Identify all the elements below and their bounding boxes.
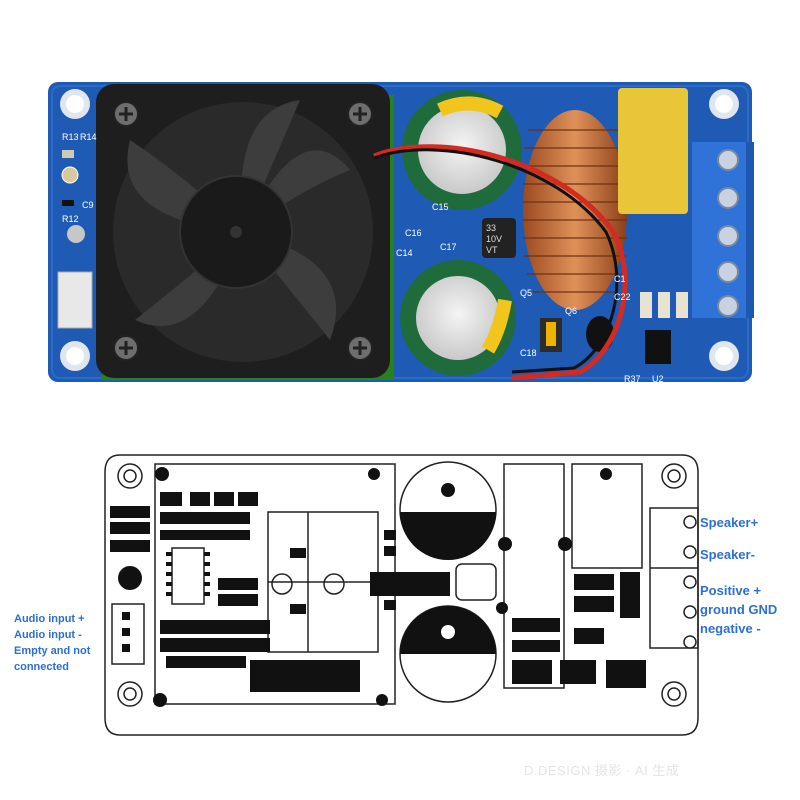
film-capacitor	[618, 88, 688, 214]
pcb-layout-drawing	[104, 454, 699, 736]
svg-text:C17: C17	[440, 242, 457, 252]
not-connected-label-cont: connected	[14, 661, 70, 673]
svg-text:C18: C18	[520, 348, 537, 358]
svg-text:R12: R12	[62, 214, 79, 224]
silkscreen-labels: R13 R14 R12 C9 C15 C16 C14 C17 C18 C22 C…	[62, 132, 664, 384]
audio-input-negative-label: Audio input -	[14, 629, 82, 641]
capacitor-outline-bottom	[399, 605, 497, 703]
svg-text:33: 33	[486, 223, 496, 233]
mounting-hole-icon	[60, 89, 739, 371]
svg-text:C9: C9	[82, 200, 94, 210]
svg-text:10V: 10V	[486, 234, 502, 244]
not-connected-label: Empty and not	[14, 645, 91, 657]
svg-text:R37: R37	[624, 374, 641, 384]
capacitor-bottom	[400, 260, 516, 376]
svg-text:R14: R14	[80, 132, 97, 142]
svg-text:C1: C1	[614, 274, 626, 284]
svg-text:C14: C14	[396, 248, 413, 258]
svg-text:C15: C15	[432, 202, 449, 212]
terminal-block	[692, 142, 754, 318]
small-capacitor: 33 10V VT	[482, 218, 516, 258]
watermark: D.DESIGN 摄影 · AI 生成	[524, 763, 680, 778]
speaker-negative-label: Speaker-	[700, 547, 755, 562]
fan-icon	[96, 84, 390, 378]
svg-text:Q5: Q5	[520, 288, 532, 298]
capacitor-outline-top	[399, 461, 497, 560]
input-connector	[57, 271, 93, 329]
svg-text:Q6: Q6	[565, 306, 577, 316]
svg-text:R13: R13	[62, 132, 79, 142]
inductor-coil	[523, 110, 627, 310]
power-negative-label: negative -	[700, 621, 761, 636]
svg-text:C22: C22	[614, 292, 631, 302]
svg-text:C16: C16	[405, 228, 422, 238]
svg-text:VT: VT	[486, 245, 498, 255]
svg-text:U2: U2	[652, 374, 664, 384]
power-positive-label: Positive +	[700, 583, 762, 598]
audio-input-positive-label: Audio input +	[14, 613, 85, 625]
power-ground-label: ground GND	[700, 602, 778, 617]
speaker-positive-label: Speaker+	[700, 515, 759, 530]
pcb-photo: 33 10V VT R13	[48, 82, 754, 384]
